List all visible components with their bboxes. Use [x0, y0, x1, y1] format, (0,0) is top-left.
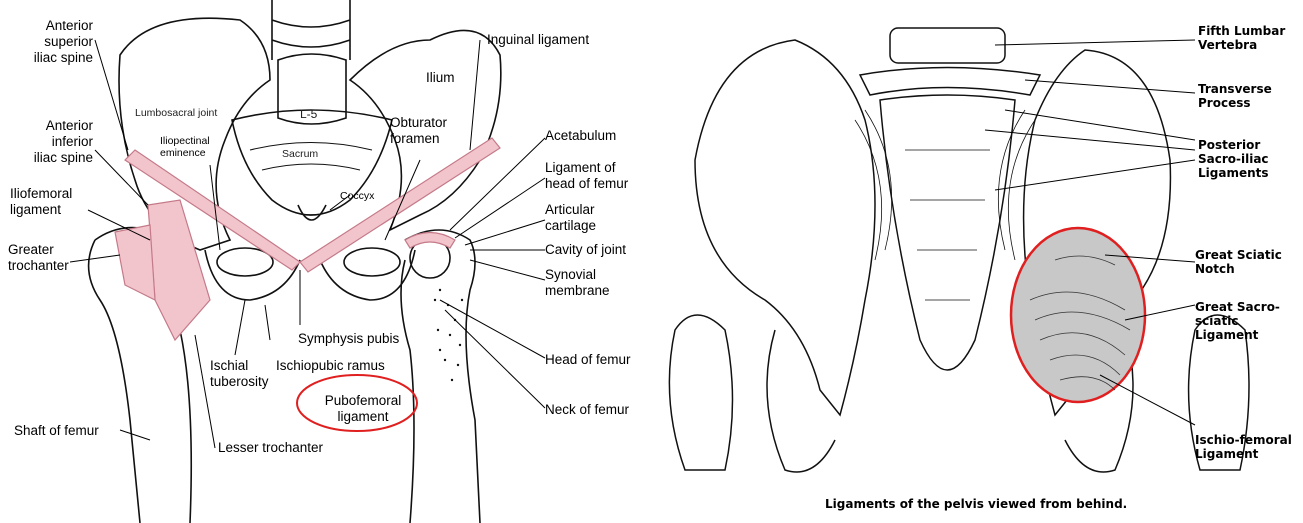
label-lesser-trochanter: Lesser trochanter [218, 440, 358, 456]
label-ligament-head: Ligament of head of femur [545, 160, 645, 192]
acetabular-labrum [405, 233, 455, 249]
transverse-process [860, 68, 1040, 96]
label-synovial: Synovial membrane [545, 267, 645, 299]
label-acetabulum: Acetabulum [545, 128, 645, 144]
label-ischiopubic: Ischiopubic ramus [276, 358, 406, 374]
bone-stipple [434, 289, 463, 381]
label-pubofemoral: Pubofemoral ligament [313, 393, 413, 425]
label-lumbosacral: Lumbosacral joint [135, 107, 255, 119]
sacrum-back [880, 95, 1015, 370]
label-cavity-joint: Cavity of joint [545, 242, 645, 258]
label-aiis: Anterior inferior iliac spine [8, 118, 93, 166]
label-fifth-lumbar: Fifth Lumbar Vertebra [1198, 24, 1303, 52]
label-great-sacrosciatic: Great Sacro- sciatic Ligament [1195, 300, 1295, 342]
label-iliofemoral: Iliofemoral ligament [10, 186, 100, 218]
figure-caption: Ligaments of the pelvis viewed from behi… [825, 497, 1185, 511]
label-great-sciatic-notch: Great Sciatic Notch [1195, 248, 1295, 276]
right-obturator-foramen [344, 248, 400, 276]
label-head-femur: Head of femur [545, 352, 645, 368]
left-femur-back [669, 315, 732, 470]
fifth-lumbar-vertebra [890, 28, 1005, 63]
lumbar-column [272, 0, 350, 60]
label-asis: Anterior superior iliac spine [8, 18, 93, 66]
label-inguinal: Inguinal ligament [487, 32, 617, 48]
iliofemoral-ligament [148, 200, 210, 340]
label-coccyx: Coccyx [340, 190, 400, 202]
label-ischio-femoral: Ischio-femoral Ligament [1195, 433, 1295, 461]
left-ischium [767, 330, 835, 472]
label-neck-femur: Neck of femur [545, 402, 645, 418]
label-l5: L-5 [300, 108, 340, 120]
label-sacrum: Sacrum [282, 148, 342, 160]
greater-trochanter-ligament [115, 225, 155, 300]
label-symphysis: Symphysis pubis [298, 331, 428, 347]
left-ilium-back [695, 40, 875, 415]
label-shaft-femur: Shaft of femur [14, 423, 134, 439]
coccyx-shape [298, 205, 326, 220]
label-posterior-sacroiliac: Posterior Sacro-iliac Ligaments [1198, 138, 1298, 180]
label-transverse-process: Transverse Process [1198, 82, 1298, 110]
sacrosciatic-highlight [1011, 228, 1145, 402]
label-articular-cartilage: Articular cartilage [545, 202, 645, 234]
label-iliopectinal: Iliopectinal eminence [160, 135, 250, 159]
label-greater-trochanter: Greater trochanter [8, 242, 98, 274]
anterior-hip-diagram: Anterior superior iliac spine Anterior i… [0, 0, 650, 523]
right-femur [401, 230, 480, 523]
posterior-pelvis-diagram: Fifth Lumbar Vertebra Transverse Process… [655, 0, 1303, 523]
label-ilium: Ilium [426, 70, 476, 86]
label-obturator: Obturator foramen [390, 115, 470, 147]
